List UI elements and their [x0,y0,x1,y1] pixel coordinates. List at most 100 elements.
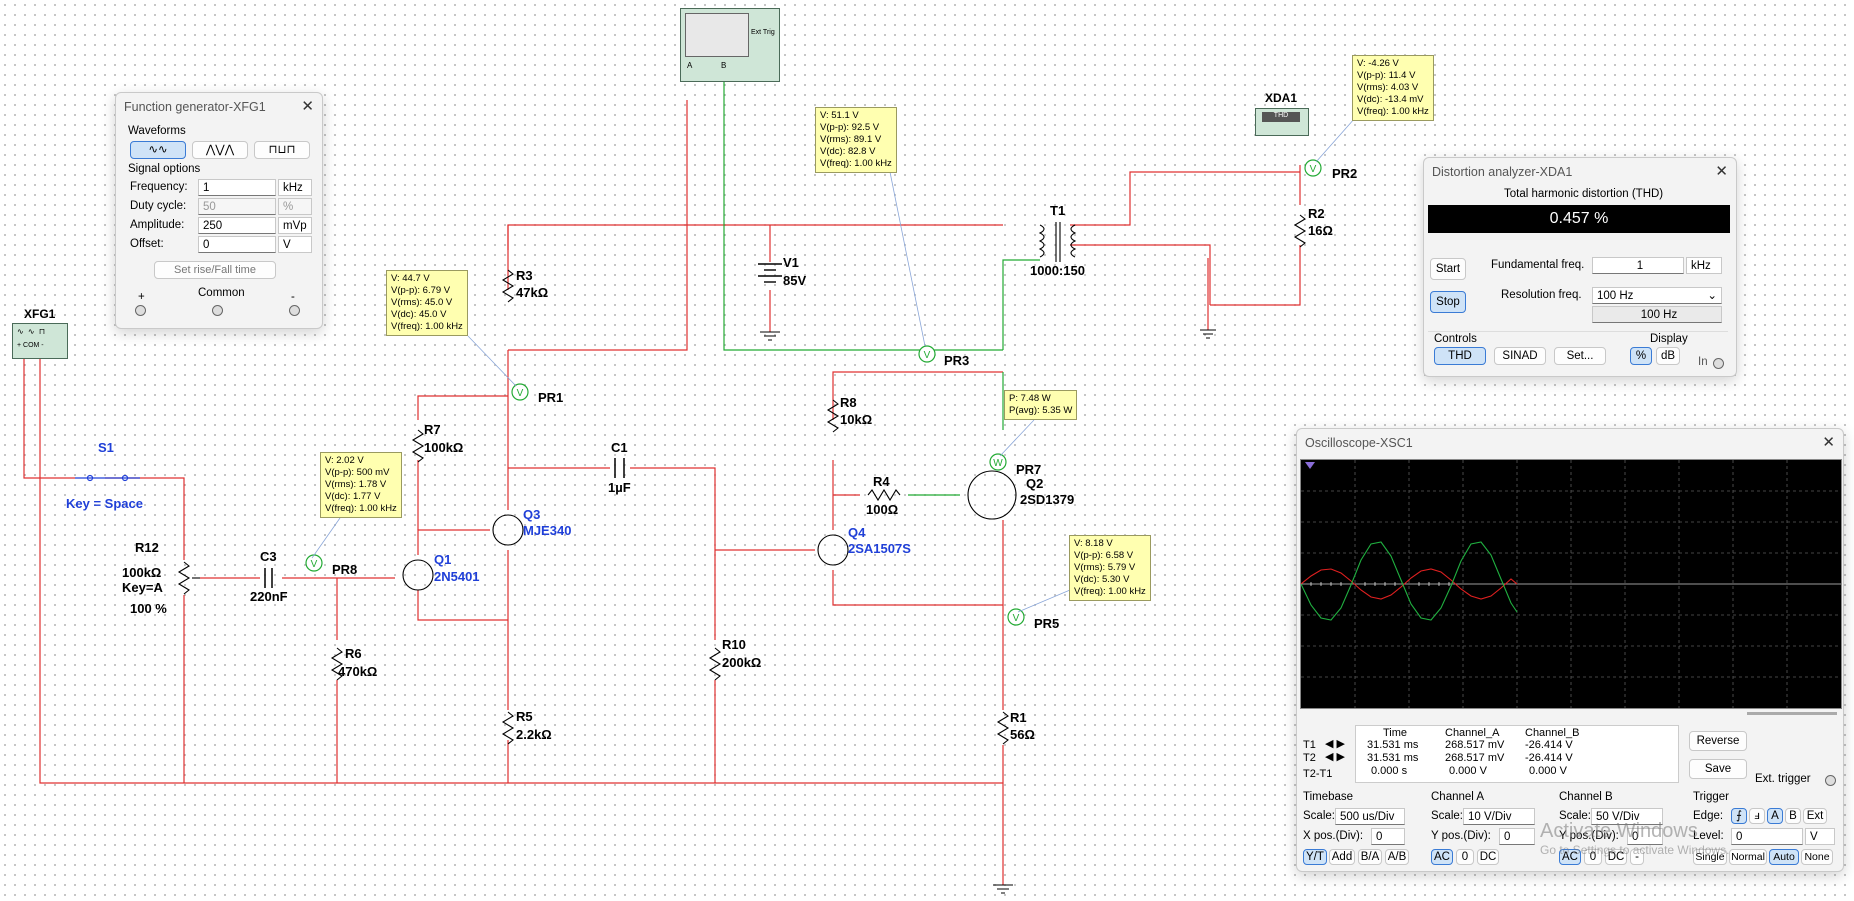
sine-wave-icon: ∿∿ [148,144,168,156]
r5-value: 2.2kΩ [516,727,552,742]
t1-arrows-icon[interactable]: ◀ ▶ [1325,738,1345,750]
db-display-button[interactable]: dB [1656,347,1680,365]
window-title: Function generator-XFG1 [124,100,266,114]
square-wave-button[interactable]: ⊓⊔⊓ [254,141,310,159]
channel-b-invert-button[interactable]: - [1630,849,1644,865]
offset-unit-select[interactable]: V [278,236,312,253]
reverse-button[interactable]: Reverse [1689,731,1747,751]
amplitude-input[interactable]: 250 [198,217,276,234]
none-trigger-button[interactable]: None [1801,849,1833,865]
close-icon[interactable]: ✕ [1715,163,1728,180]
fundamental-freq-input[interactable]: 1 [1592,257,1684,274]
thd-mode-button[interactable]: THD [1434,347,1486,365]
trigger-b-button[interactable]: B [1785,808,1801,824]
resolution-freq-select[interactable]: 100 Hz⌄ [1592,287,1722,304]
t2-arrows-icon[interactable]: ◀ ▶ [1325,751,1345,763]
set-rise-fall-button[interactable]: Set rise/Fall time [154,261,276,279]
stop-button[interactable]: Stop [1430,291,1466,313]
distortion-analyzer-window[interactable]: Distortion analyzer-XDA1 ✕ Total harmoni… [1423,157,1737,377]
trigger-ext-button[interactable]: Ext [1803,808,1827,824]
thd-display: 0.457 % [1428,205,1730,233]
auto-trigger-button[interactable]: Auto [1769,849,1799,865]
channel-b-trace [1300,541,1518,621]
sine-wave-button[interactable]: ∿∿ [130,141,186,159]
frequency-unit-select[interactable]: kHz [278,179,312,196]
probe-readout-pr1: V: 44.7 V V(p-p): 6.79 V V(rms): 45.0 V … [386,270,468,336]
r4-symbol [867,488,901,502]
close-icon[interactable]: ✕ [301,98,314,115]
xfg1-instrument[interactable]: ∿ ∿ ⊓ + COM - [12,323,68,359]
scope-scrollbar[interactable] [1747,712,1837,715]
pr7-label: PR7 [1016,462,1042,477]
start-button[interactable]: Start [1430,258,1466,280]
rising-edge-button[interactable]: ⨍ [1731,808,1747,824]
xda1-instrument[interactable]: THD [1255,108,1309,136]
channel-a-scale-input[interactable]: 10 V/Div [1463,808,1535,825]
thd-heading: Total harmonic distortion (THD) [1504,188,1664,200]
probe-line: V: -4.26 V [1357,58,1399,69]
xfg1-label: XFG1 [24,307,56,321]
normal-trigger-button[interactable]: Normal [1729,849,1767,865]
s1-label: S1 [98,440,114,455]
trigger-a-button[interactable]: A [1767,808,1783,824]
set-button[interactable]: Set... [1554,347,1606,365]
svg-text:V: V [517,388,524,399]
r7-label: R7 [424,422,441,437]
fundamental-freq-unit[interactable]: kHz [1686,257,1722,274]
window-titlebar[interactable]: Distortion analyzer-XDA1 ✕ [1424,158,1736,186]
q1-label: Q1 [434,552,452,567]
percent-display-button[interactable]: % [1630,347,1652,365]
timebase-xpos-input[interactable]: 0 [1371,828,1405,845]
channel-a-dc-button[interactable]: DC [1477,849,1499,865]
trigger-level-input[interactable]: 0 [1731,828,1803,845]
function-generator-window[interactable]: Function generator-XFG1 ✕ Waveforms ∿∿ ⋀… [115,92,323,329]
channel-b-scale-input[interactable]: 50 V/Div [1591,808,1663,825]
amplitude-unit-select[interactable]: mVp [278,217,312,234]
add-mode-button[interactable]: Add [1329,849,1355,865]
channel-a-ypos-input[interactable]: 0 [1499,828,1535,845]
ab-mode-button[interactable]: A/B [1385,849,1409,865]
offset-input[interactable]: 0 [198,236,276,253]
channel-b-ac-button[interactable]: AC [1559,849,1581,865]
channel-a-ypos-label: Y pos.(Div): [1431,830,1491,842]
channel-a-ac-button[interactable]: AC [1431,849,1453,865]
timebase-scale-input[interactable]: 500 us/Div [1335,808,1405,825]
oscilloscope-window[interactable]: Oscilloscope-XSC1 ✕ [1296,428,1844,872]
channel-a-zero-button[interactable]: 0 [1456,849,1474,865]
duty-cycle-input[interactable]: 50 [198,198,276,215]
probe-line: V(dc): 45.0 V [391,309,447,320]
xsc1-instrument[interactable]: Ext Trig A B [680,8,780,82]
capacitor-symbols [264,458,625,588]
frequency-input[interactable]: 1 [198,179,276,196]
xfg1-terminals: + COM - [17,342,44,349]
window-titlebar[interactable]: Function generator-XFG1 ✕ [116,93,322,121]
channel-b-ypos-input[interactable]: 0 [1627,828,1663,845]
plus-terminal-icon[interactable] [135,305,146,316]
svg-text:V: V [311,559,318,570]
close-icon[interactable]: ✕ [1822,434,1835,451]
ext-trigger-terminal-icon[interactable] [1825,775,1836,786]
probe-line: P: 7.48 W [1009,393,1051,404]
q2-symbol [967,470,1017,520]
cursor-readout-panel [1355,725,1679,783]
single-trigger-button[interactable]: Single [1693,849,1727,865]
falling-edge-button[interactable]: ⅎ [1749,808,1765,824]
minus-terminal-icon[interactable] [289,305,300,316]
save-button[interactable]: Save [1689,759,1747,779]
triangle-wave-button[interactable]: ⋀⋁⋀ [192,141,248,159]
xda1-thd-label: THD [1262,112,1300,122]
sinad-mode-button[interactable]: SINAD [1494,347,1546,365]
watermark-line2: Go to Settings to activate Windows. [1540,843,1730,857]
channel-b-ypos-label: Y pos.(Div): [1559,830,1619,842]
probe-line: V(dc): 1.77 V [325,491,381,502]
trigger-level-unit[interactable]: V [1805,828,1835,845]
channel-b-dc-button[interactable]: DC [1605,849,1627,865]
scope-display[interactable] [1300,459,1842,709]
window-titlebar[interactable]: Oscilloscope-XSC1 ✕ [1297,429,1843,457]
input-terminal-icon[interactable] [1713,358,1724,369]
channel-b-zero-button[interactable]: 0 [1584,849,1602,865]
ba-mode-button[interactable]: B/A [1358,849,1382,865]
yt-mode-button[interactable]: Y/T [1303,849,1327,865]
common-terminal-icon[interactable] [212,305,223,316]
